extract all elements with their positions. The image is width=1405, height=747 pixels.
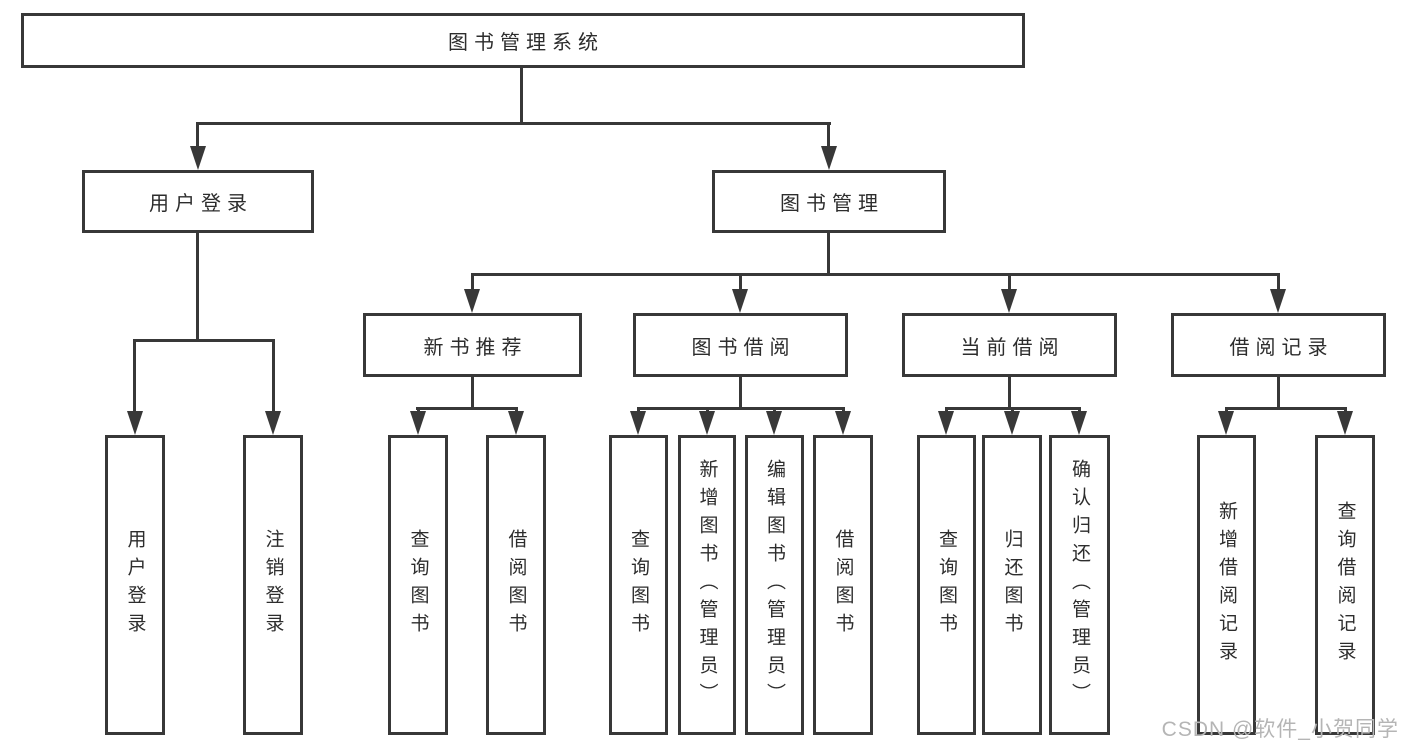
arrowhead-book-borrowing [732,289,748,313]
leaf-query-books-3: 查询图书 [917,435,976,735]
arrowhead-borrow-books-2 [835,411,851,435]
leaf-query-books-1-label: 查询图书 [407,529,429,641]
node-borrowing-records: 借阅记录 [1171,313,1386,377]
connector-drop-book-borrowing [739,273,742,293]
arrowhead-return-books [1004,411,1020,435]
leaf-confirm-return-admin-label: 确认归还（管理员） [1069,459,1090,711]
arrowhead-borrow-books-1 [508,411,524,435]
leaf-borrow-books-1-label: 借阅图书 [505,529,527,641]
node-root-label: 图书管理系统 [448,32,604,54]
node-book-management-label: 图书管理 [780,193,884,215]
arrowhead-leaf-user-login [127,411,143,435]
arrowhead-query-books-2 [630,411,646,435]
connector-book-borrowing-branch [637,407,845,410]
connector-new-book-stem [471,377,474,410]
connector-borrowing-records-branch [1225,407,1346,410]
leaf-query-books-2: 查询图书 [609,435,668,735]
arrowhead-edit-books [766,411,782,435]
connector-borrowing-records-stem [1277,377,1280,410]
connector-drop-book-management [827,122,830,150]
leaf-query-borrow-record: 查询借阅记录 [1315,435,1375,735]
arrowhead-query-books-3 [938,411,954,435]
connector-current-borrowing-stem [1008,377,1011,410]
leaf-edit-books-admin-label: 编辑图书（管理员） [764,459,785,711]
connector-drop-leaf-user-login [133,339,136,413]
leaf-return-books-label: 归还图书 [1001,529,1023,641]
leaf-borrow-books-2: 借阅图书 [813,435,873,735]
node-book-borrowing-label: 图书借阅 [691,336,796,359]
leaf-borrow-books-2-label: 借阅图书 [832,529,854,641]
node-user-login: 用户登录 [82,170,314,233]
leaf-confirm-return-admin: 确认归还（管理员） [1049,435,1110,735]
connector-drop-leaf-logout [272,339,275,413]
leaf-logout: 注销登录 [243,435,303,735]
node-user-login-label: 用户登录 [149,193,253,215]
connector-drop-user-login [196,122,199,150]
leaf-edit-books-admin: 编辑图书（管理员） [745,435,804,735]
node-current-borrowing-label: 当前借阅 [960,336,1065,359]
leaf-user-login-label: 用户登录 [124,529,146,641]
connector-root-branch [196,122,831,125]
arrowhead-query-borrow-record [1337,411,1353,435]
node-borrowing-records-label: 借阅记录 [1229,336,1334,359]
connector-root-stem [520,68,523,122]
node-new-book-recommend: 新书推荐 [363,313,582,377]
arrowhead-query-books-1 [410,411,426,435]
arrowhead-current-borrowing [1001,289,1017,313]
connector-book-management-branch [471,273,1280,276]
arrowhead-new-book-recommend [464,289,480,313]
leaf-query-books-1: 查询图书 [388,435,448,735]
arrowhead-leaf-logout [265,411,281,435]
arrowhead-add-borrow-record [1218,411,1234,435]
arrowhead-book-management [821,146,837,170]
connector-drop-current-borrowing [1008,273,1011,293]
arrowhead-user-login [190,146,206,170]
leaf-borrow-books-1: 借阅图书 [486,435,546,735]
node-book-borrowing: 图书借阅 [633,313,848,377]
connector-user-login-stem [196,233,199,342]
node-new-book-recommend-label: 新书推荐 [423,336,528,359]
leaf-add-books-admin: 新增图书（管理员） [678,435,736,735]
node-root: 图书管理系统 [21,13,1025,68]
leaf-add-borrow-record: 新增借阅记录 [1197,435,1256,735]
arrowhead-confirm-return [1071,411,1087,435]
node-book-management: 图书管理 [712,170,946,233]
connector-book-management-stem [827,233,830,276]
connector-book-borrowing-stem [739,377,742,410]
leaf-query-books-3-label: 查询图书 [936,529,957,641]
leaf-user-login: 用户登录 [105,435,165,735]
connector-drop-new-book-recommend [471,273,474,293]
connector-drop-borrowing-records [1277,273,1280,293]
leaf-query-borrow-record-label: 查询借阅记录 [1334,501,1356,669]
arrowhead-borrowing-records [1270,289,1286,313]
leaf-add-borrow-record-label: 新增借阅记录 [1216,501,1237,669]
leaf-add-books-admin-label: 新增图书（管理员） [696,459,718,711]
watermark-text: CSDN @软件_小贺同学 [1161,718,1399,741]
leaf-return-books: 归还图书 [982,435,1042,735]
arrowhead-add-books [699,411,715,435]
connector-new-book-branch [416,407,518,410]
leaf-query-books-2-label: 查询图书 [628,529,649,641]
node-current-borrowing: 当前借阅 [902,313,1117,377]
leaf-logout-label: 注销登录 [262,529,284,641]
connector-user-login-branch [133,339,275,342]
